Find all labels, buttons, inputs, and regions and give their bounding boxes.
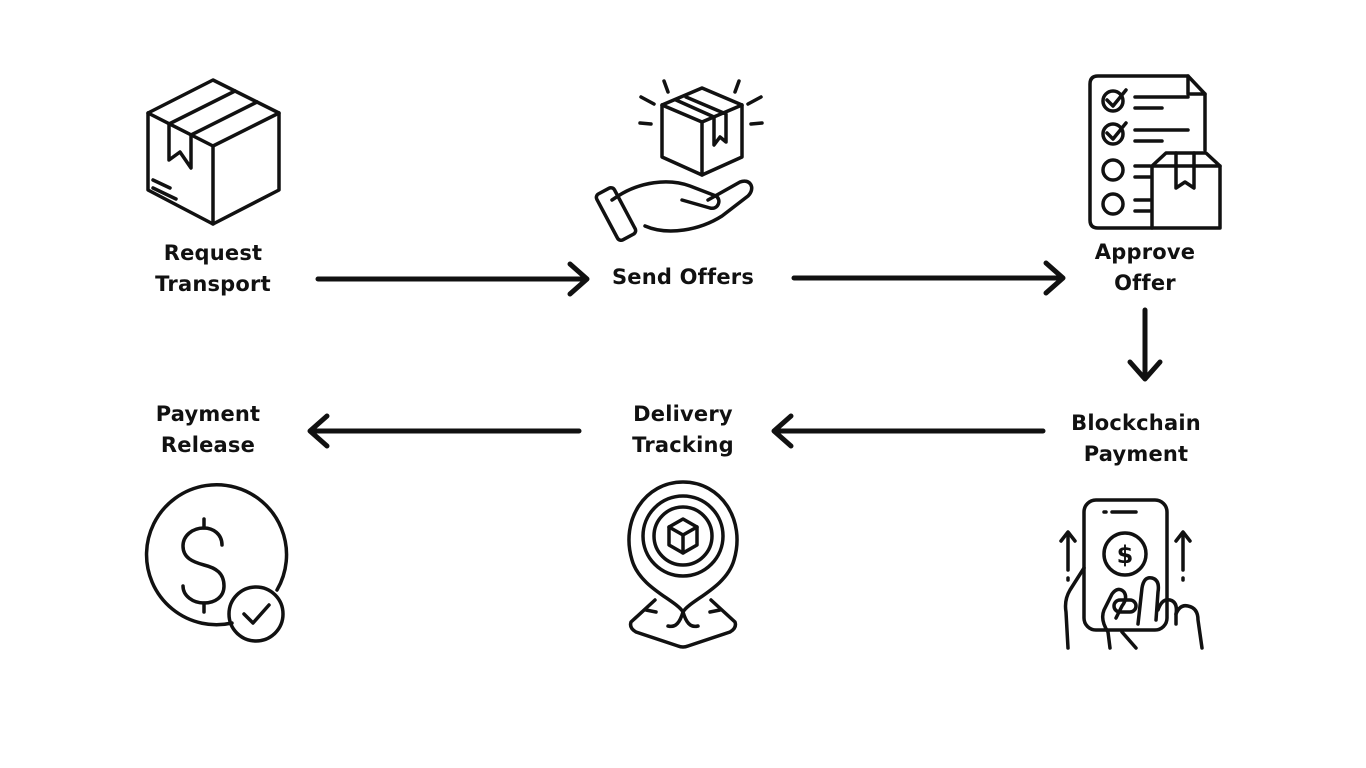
hand-offer-box-icon	[594, 79, 764, 242]
dollar-check-icon	[144, 482, 289, 643]
step-label-delivery-tracking: Delivery Tracking	[632, 402, 734, 457]
step-label-approve-offer: Approve Offer	[1094, 240, 1196, 295]
package-box-icon	[146, 78, 281, 226]
phone-payment-icon: $	[1059, 498, 1204, 650]
location-pin-box-icon	[627, 480, 739, 649]
arrow-send-to-approve	[791, 260, 1066, 296]
checklist-box-icon	[1088, 74, 1222, 230]
arrow-request-to-send	[315, 261, 590, 297]
step-label-send-offers: Send Offers	[611, 265, 755, 289]
step-label-payment-release: Payment Release	[155, 402, 261, 457]
step-label-request-transport: Request Transport	[155, 241, 271, 296]
arrow-blockchain-to-delivery	[771, 413, 1046, 449]
arrow-approve-to-blockchain	[1127, 307, 1163, 382]
svg-text:$: $	[1117, 541, 1134, 569]
step-label-blockchain-payment: Blockchain Payment	[1071, 411, 1201, 466]
arrow-delivery-to-release	[307, 413, 582, 449]
